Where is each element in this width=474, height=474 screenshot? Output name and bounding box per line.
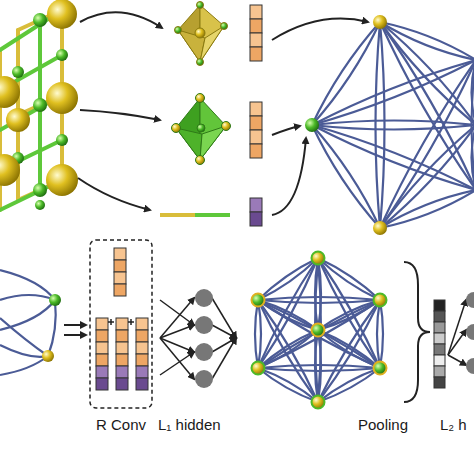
octahedron-yellow xyxy=(175,2,228,66)
layer-label: R Conv xyxy=(96,416,146,434)
hidden-layer xyxy=(160,289,236,388)
crystal-graph xyxy=(0,270,56,375)
crystal-structure xyxy=(0,0,78,210)
bond xyxy=(160,213,230,217)
layer-label: L₂ h xyxy=(440,416,467,434)
atom-node xyxy=(42,350,54,362)
atom-node xyxy=(49,294,61,306)
layer-label: L₁ hidden xyxy=(158,416,221,434)
feature-vector xyxy=(250,5,262,226)
arrow xyxy=(64,325,86,335)
feature-vector xyxy=(96,248,148,390)
crystal-graph xyxy=(255,258,383,402)
arrow xyxy=(78,12,368,215)
crystal-graph xyxy=(312,22,474,228)
hidden-layer xyxy=(448,292,474,374)
layer-label: Pooling xyxy=(358,416,408,434)
octahedron-green xyxy=(172,94,231,165)
conv-box xyxy=(90,240,152,408)
pooling-brace xyxy=(404,262,430,402)
pooled-vector xyxy=(434,300,445,388)
